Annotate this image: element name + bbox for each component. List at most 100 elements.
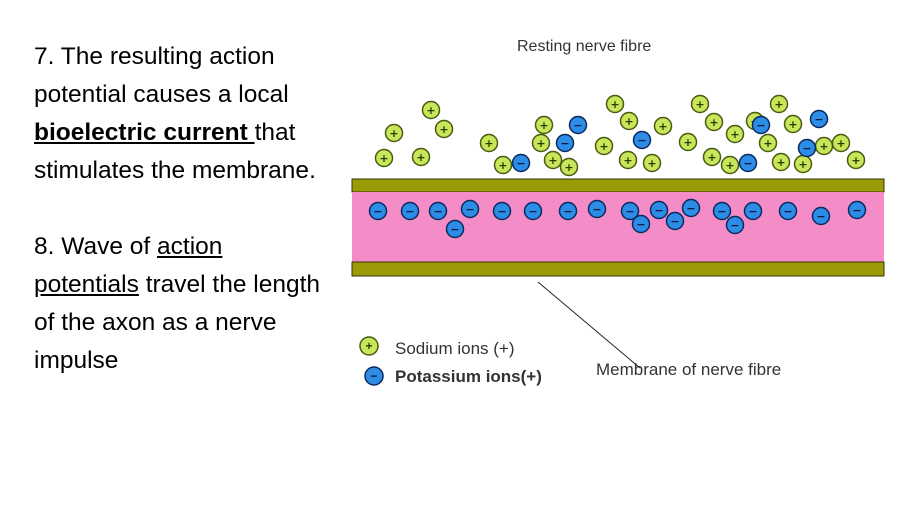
svg-text:+: + (695, 98, 704, 111)
svg-text:+: + (776, 156, 785, 169)
svg-text:+: + (851, 154, 860, 167)
svg-text:+: + (658, 120, 667, 133)
sodium-ion: + (678, 132, 698, 152)
sodium-ion: + (594, 136, 614, 156)
potassium-ion: − (712, 201, 732, 221)
membrane-top (351, 178, 885, 193)
point-7: 7. The resulting action potential causes… (34, 38, 334, 190)
svg-text:+: + (389, 127, 398, 140)
potassium-ion: − (778, 201, 798, 221)
svg-text:−: − (528, 205, 537, 218)
sodium-ion: + (758, 133, 778, 153)
svg-text:−: − (560, 137, 569, 150)
sodium-ion: + (493, 155, 513, 175)
svg-text:+: + (610, 98, 619, 111)
sodium-ion: + (653, 116, 673, 136)
sodium-ion: + (831, 133, 851, 153)
svg-text:+: + (426, 104, 435, 117)
svg-text:−: − (717, 205, 726, 218)
legend-sodium-swatch: + (359, 336, 379, 356)
sodium-ion: + (642, 153, 662, 173)
point-8-underlined: action potentials (34, 233, 223, 298)
svg-text:−: − (814, 113, 823, 126)
potassium-ion: − (847, 200, 867, 220)
sodium-ion: + (411, 147, 431, 167)
svg-text:+: + (819, 140, 828, 153)
membrane-pointer-line (537, 281, 641, 369)
svg-text:−: − (756, 119, 765, 132)
potassium-ion: − (738, 153, 758, 173)
point-8-lead: 8. Wave of (34, 233, 158, 260)
potassium-ion: − (743, 201, 763, 221)
sodium-ion: + (702, 147, 722, 167)
sodium-ion: + (534, 115, 554, 135)
potassium-ion: − (558, 201, 578, 221)
potassium-ion: − (809, 109, 829, 129)
svg-text:−: − (852, 204, 861, 217)
svg-text:+: + (498, 159, 507, 172)
svg-text:−: − (373, 205, 382, 218)
sodium-ion: + (793, 154, 813, 174)
svg-text:−: − (654, 204, 663, 217)
svg-text:+: + (730, 128, 739, 141)
potassium-ion: − (492, 201, 512, 221)
svg-text:−: − (516, 157, 525, 170)
potassium-ion: − (725, 215, 745, 235)
svg-text:+: + (707, 151, 716, 164)
svg-text:−: − (748, 205, 757, 218)
svg-text:+: + (624, 115, 633, 128)
potassium-ion: − (587, 199, 607, 219)
svg-text:−: − (743, 157, 752, 170)
slide-text: 7. The resulting action potential causes… (34, 38, 334, 380)
axon-interior (352, 192, 884, 262)
svg-text:+: + (599, 140, 608, 153)
svg-text:+: + (798, 158, 807, 171)
sodium-ion: + (846, 150, 866, 170)
potassium-ion: − (460, 199, 480, 219)
svg-text:−: − (433, 205, 442, 218)
potassium-ion: − (751, 115, 771, 135)
svg-text:−: − (465, 203, 474, 216)
svg-text:−: − (686, 202, 695, 215)
potassium-ion: − (797, 138, 817, 158)
sodium-ion: + (421, 100, 441, 120)
svg-text:+: + (709, 116, 718, 129)
sodium-ion: + (531, 133, 551, 153)
membrane-bottom (351, 261, 885, 277)
sodium-ion: + (374, 148, 394, 168)
svg-text:+: + (788, 118, 797, 131)
svg-text:−: − (670, 215, 679, 228)
svg-text:+: + (539, 119, 548, 132)
point-7-lead: 7. The resulting action potential causes… (34, 43, 289, 108)
svg-text:−: − (637, 134, 646, 147)
svg-text:+: + (484, 137, 493, 150)
potassium-ion: − (400, 201, 420, 221)
sodium-ion: + (543, 150, 563, 170)
svg-text:−: − (625, 205, 634, 218)
svg-text:−: − (563, 205, 572, 218)
svg-text:−: − (816, 210, 825, 223)
point-8: 8. Wave of action potentials travel the … (34, 228, 334, 380)
svg-text:+: + (774, 98, 783, 111)
svg-text:+: + (623, 154, 632, 167)
potassium-ion: − (811, 206, 831, 226)
svg-text:−: − (730, 219, 739, 232)
sodium-ion: + (559, 157, 579, 177)
sodium-ion: + (704, 112, 724, 132)
point-7-bold: bioelectric current (34, 119, 255, 146)
svg-text:−: − (802, 142, 811, 155)
legend: + Sodium ions (+) − Potassium ions(+) (359, 336, 542, 386)
potassium-ion: − (555, 133, 575, 153)
potassium-ion: − (368, 201, 388, 221)
svg-text:+: + (416, 151, 425, 164)
svg-text:−: − (450, 223, 459, 236)
svg-text:+: + (536, 137, 545, 150)
svg-text:−: − (783, 205, 792, 218)
svg-text:+: + (836, 137, 845, 150)
potassium-ion: − (568, 115, 588, 135)
svg-text:+: + (647, 157, 656, 170)
sodium-ion: + (783, 114, 803, 134)
potassium-ion: − (620, 201, 640, 221)
potassium-ion: − (511, 153, 531, 173)
